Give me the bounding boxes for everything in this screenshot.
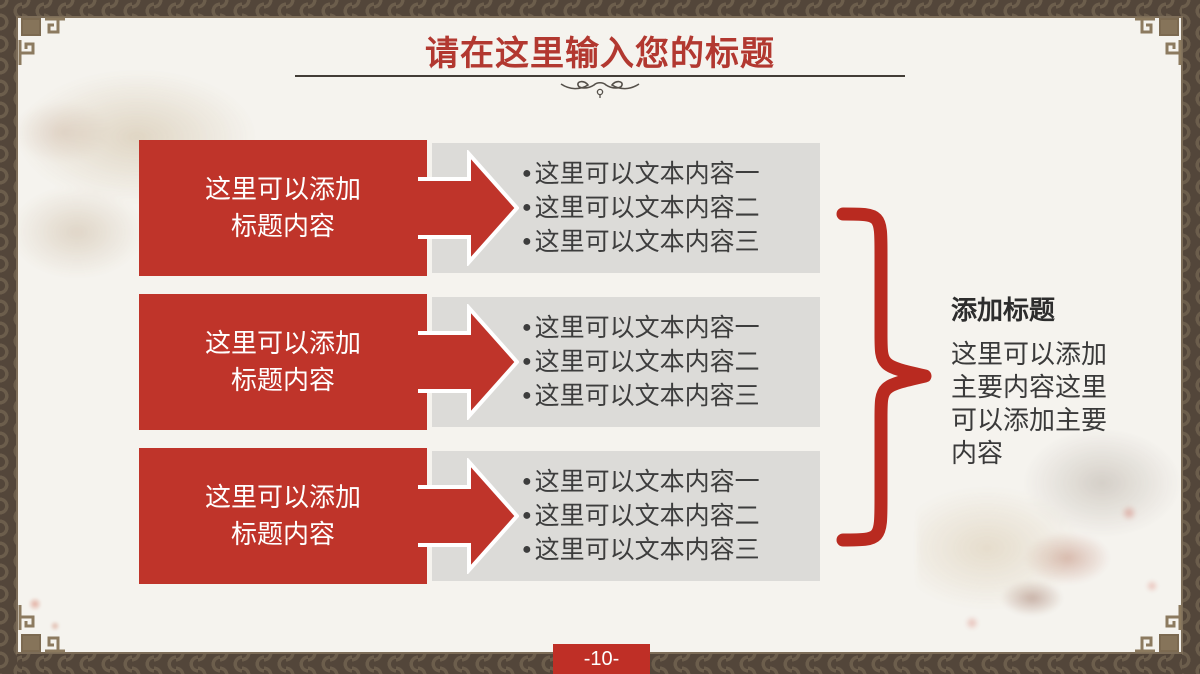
list-item: ●这里可以文本内容二 — [522, 191, 820, 225]
list-item: ●这里可以文本内容二 — [522, 499, 820, 533]
row1-bullet-2: 这里可以文本内容二 — [534, 194, 760, 222]
bullet-icon: ● — [522, 541, 532, 558]
title-divider-line — [295, 75, 905, 77]
row1-heading-line1: 这里可以添加 — [204, 174, 361, 204]
row3-heading-line2: 标题内容 — [230, 519, 335, 549]
corner-ornament-icon — [1135, 605, 1182, 653]
list-item: ●这里可以文本内容一 — [522, 311, 820, 345]
row3-bullet-1: 这里可以文本内容一 — [534, 468, 760, 496]
bullet-icon: ● — [522, 165, 532, 182]
row2-heading-line2: 标题内容 — [230, 365, 335, 395]
row1-bullet-panel: ●这里可以文本内容一 ●这里可以文本内容二 ●这里可以文本内容三 — [432, 143, 820, 273]
slide-title: 请在这里输入您的标题 — [425, 35, 775, 73]
row1-bullet-1: 这里可以文本内容一 — [534, 160, 760, 188]
border-band-left — [0, 0, 17, 674]
bullet-icon: ● — [522, 507, 532, 524]
row1-heading-line2: 标题内容 — [230, 211, 335, 241]
callout-body: 这里可以添加主要内容这里可以添加主要内容 — [951, 339, 1108, 468]
row1-bullet-3: 这里可以文本内容三 — [534, 228, 760, 256]
process-row-2: 这里可以添加 标题内容 ●这里可以文本内容一 ●这里可以文本内容二 ●这里可以文… — [139, 294, 820, 430]
bullet-icon: ● — [522, 199, 532, 216]
arrow-right-icon — [418, 458, 519, 574]
border-band-right — [1182, 0, 1200, 674]
row2-bullet-panel: ●这里可以文本内容一 ●这里可以文本内容二 ●这里可以文本内容三 — [432, 297, 820, 427]
process-row-1: 这里可以添加 标题内容 ●这里可以文本内容一 ●这里可以文本内容二 ●这里可以文… — [139, 140, 820, 276]
row3-heading-line1: 这里可以添加 — [204, 482, 361, 512]
faint-photo-berries-bottom-left — [17, 564, 87, 644]
callout-block: 添加标题 这里可以添加主要内容这里可以添加主要内容 — [951, 290, 1129, 470]
arrow-right-icon — [418, 150, 519, 266]
bullet-icon: ● — [522, 387, 532, 404]
bullet-icon: ● — [522, 353, 532, 370]
corner-ornament-icon — [18, 605, 65, 653]
list-item: ●这里可以文本内容二 — [522, 345, 820, 379]
row2-bullet-2: 这里可以文本内容二 — [534, 348, 760, 376]
arrow-right-icon — [418, 304, 519, 420]
process-row-3: 这里可以添加 标题内容 ●这里可以文本内容一 ●这里可以文本内容二 ●这里可以文… — [139, 448, 820, 584]
curly-brace-shape — [836, 207, 932, 547]
row3-heading-box: 这里可以添加 标题内容 — [139, 448, 427, 584]
list-item: ●这里可以文本内容三 — [522, 225, 820, 259]
row2-bullet-3: 这里可以文本内容三 — [534, 382, 760, 410]
row3-bullet-3: 这里可以文本内容三 — [534, 536, 760, 564]
divider-flourish-icon — [560, 80, 640, 98]
callout-title: 添加标题 — [951, 295, 1056, 325]
row2-heading-line1: 这里可以添加 — [204, 328, 361, 358]
page-number-badge: -10- — [553, 644, 650, 674]
list-item: ●这里可以文本内容三 — [522, 533, 820, 567]
row3-bullet-2: 这里可以文本内容二 — [534, 502, 760, 530]
list-item: ●这里可以文本内容一 — [522, 157, 820, 191]
row2-bullet-1: 这里可以文本内容一 — [534, 314, 760, 342]
row2-heading-box: 这里可以添加 标题内容 — [139, 294, 427, 430]
list-item: ●这里可以文本内容三 — [522, 379, 820, 413]
bullet-icon: ● — [522, 319, 532, 336]
border-band-top — [0, 0, 1200, 17]
bullet-icon: ● — [522, 473, 532, 490]
row1-heading-box: 这里可以添加 标题内容 — [139, 140, 427, 276]
bullet-icon: ● — [522, 233, 532, 250]
list-item: ●这里可以文本内容一 — [522, 465, 820, 499]
